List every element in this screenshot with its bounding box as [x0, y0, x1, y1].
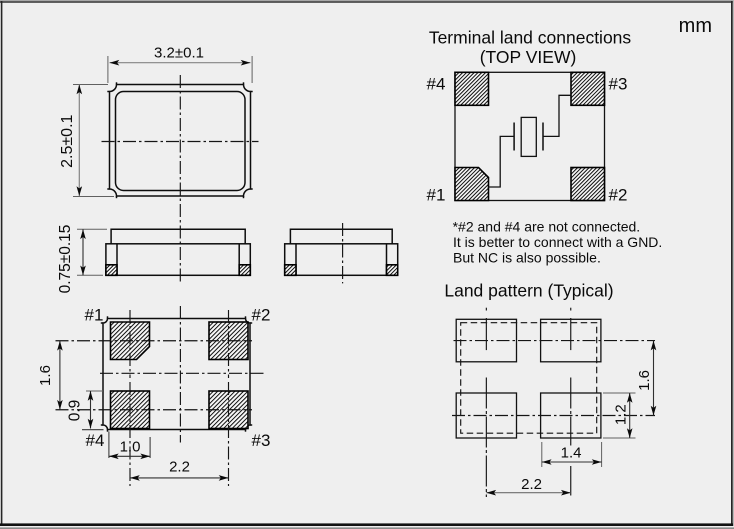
svg-text:1.2: 1.2	[613, 404, 630, 425]
svg-text:Terminal land connections: Terminal land connections	[429, 28, 632, 48]
svg-text:1.6: 1.6	[636, 370, 653, 391]
svg-text:#1: #1	[427, 186, 446, 205]
svg-text:3.2±0.1: 3.2±0.1	[154, 45, 204, 62]
svg-text:#2: #2	[609, 186, 628, 205]
svg-text:#4: #4	[86, 431, 105, 450]
svg-text:0.9: 0.9	[67, 400, 84, 422]
svg-text:#1: #1	[85, 306, 104, 325]
svg-text:*#2 and #4 are not connected.: *#2 and #4 are not connected.	[453, 219, 641, 235]
svg-text:#4: #4	[427, 74, 446, 93]
svg-text:1.6: 1.6	[37, 365, 54, 386]
svg-text:(TOP VIEW): (TOP VIEW)	[480, 47, 577, 67]
svg-text:1.4: 1.4	[561, 445, 582, 462]
svg-text:But NC is also possible.: But NC is also possible.	[453, 250, 601, 266]
svg-text:2.2: 2.2	[521, 476, 542, 493]
svg-text:mm: mm	[679, 15, 712, 37]
svg-text:It is better to connect with a: It is better to connect with a GND.	[453, 234, 662, 250]
svg-text:2.2: 2.2	[169, 459, 190, 476]
svg-text:2.5±0.1: 2.5±0.1	[59, 114, 76, 167]
svg-text:Land pattern (Typical): Land pattern (Typical)	[444, 281, 613, 301]
svg-text:0.75±0.15: 0.75±0.15	[57, 225, 74, 294]
svg-text:#3: #3	[609, 74, 628, 93]
svg-text:#2: #2	[252, 306, 271, 325]
svg-text:1.0: 1.0	[120, 439, 141, 456]
svg-text:#3: #3	[252, 431, 271, 450]
